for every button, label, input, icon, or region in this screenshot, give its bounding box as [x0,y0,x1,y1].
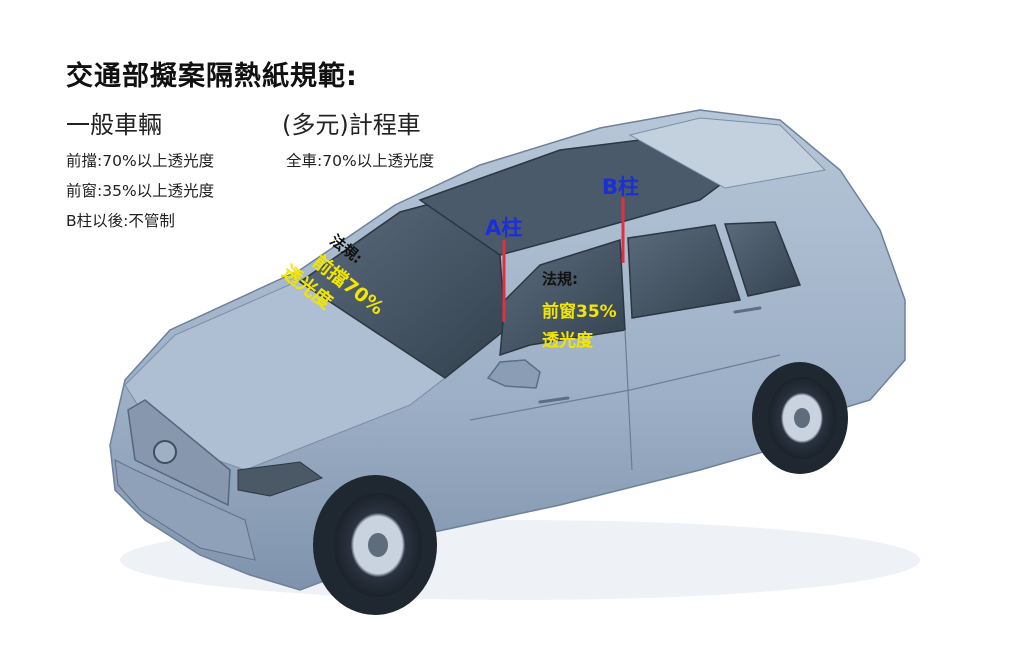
general-vehicle-heading: 一般車輛 [66,111,162,139]
quarter-window [723,221,802,297]
panoramic-roof [418,139,722,256]
front-grille [127,399,231,507]
b-pillar-label: B柱 [602,175,640,199]
door-seam-rear [469,354,781,421]
door-handle [538,396,570,404]
front-window-law-prefix: 法規: [542,270,578,288]
rule-taxi-full: 全車:70%以上透光度 [286,152,435,170]
headlight [237,461,324,497]
rear-wheel [752,362,848,474]
front-window-law-unit: 透光度 [542,331,593,351]
rule-front-window: 前窗:35%以上透光度 [66,182,215,200]
front-wheel [313,475,437,615]
rule-b-pillar: B柱以後:不管制 [66,212,175,230]
front-bumper [114,459,256,561]
rule-windshield: 前擋:70%以上透光度 [66,152,215,170]
brand-emblem [153,440,177,464]
a-pillar-label: A柱 [485,216,523,240]
rear-side-window [627,224,741,319]
door-seam [624,329,633,471]
roof-rear [628,117,827,189]
door-handle-rear [733,306,762,314]
front-window-law-value: 前窗35% [542,302,617,322]
side-mirror [486,359,541,389]
page-title: 交通部擬案隔熱紙規範: [66,61,358,92]
taxi-heading: (多元)計程車 [282,111,421,139]
